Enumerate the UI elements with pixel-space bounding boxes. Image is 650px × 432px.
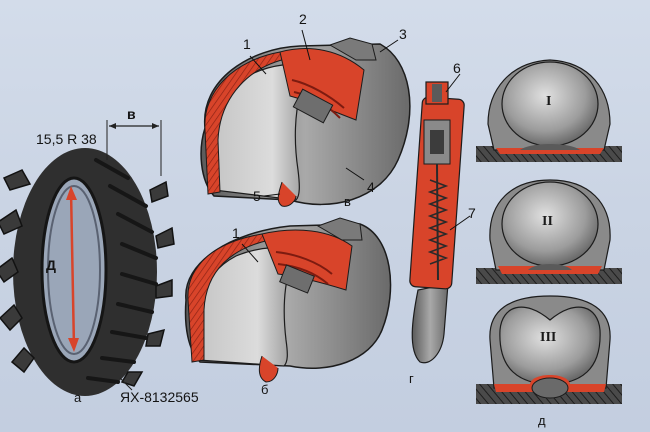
tire-section-b-illustration — [184, 217, 392, 383]
deformation-diagrams — [476, 59, 622, 404]
caption-d: д — [538, 413, 546, 428]
tractor-tire-illustration — [0, 120, 175, 396]
caption-b: б — [261, 382, 269, 397]
tire-section-v-illustration — [200, 29, 411, 207]
callout-3: 3 — [399, 26, 407, 42]
roman-numeral-2: II — [542, 214, 553, 229]
callout-6: 6 — [453, 60, 461, 76]
valve-illustration — [409, 73, 471, 364]
caption-a: а — [74, 390, 82, 405]
width-dimension-label: в — [127, 106, 136, 122]
callout-5: 5 — [253, 188, 261, 204]
roman-numeral-1: I — [546, 94, 552, 109]
serial-number-label: ЯХ-8132565 — [120, 389, 199, 405]
caption-v: в — [344, 194, 351, 209]
roman-numeral-3: III — [540, 330, 557, 345]
deformation-diagram-1 — [476, 59, 622, 162]
caption-g: г — [409, 371, 414, 386]
tire-size-label: 15,5 R 38 — [36, 131, 97, 147]
callout-4: 4 — [367, 179, 375, 195]
callout-7: 7 — [468, 205, 476, 221]
callout-1-top: 1 — [243, 36, 251, 52]
callout-1-bottom: 1 — [232, 225, 240, 241]
deformation-diagram-3 — [476, 295, 622, 404]
deformation-diagram-2 — [476, 179, 622, 284]
diameter-dimension-label: Д — [46, 257, 56, 273]
callout-2: 2 — [299, 11, 307, 27]
